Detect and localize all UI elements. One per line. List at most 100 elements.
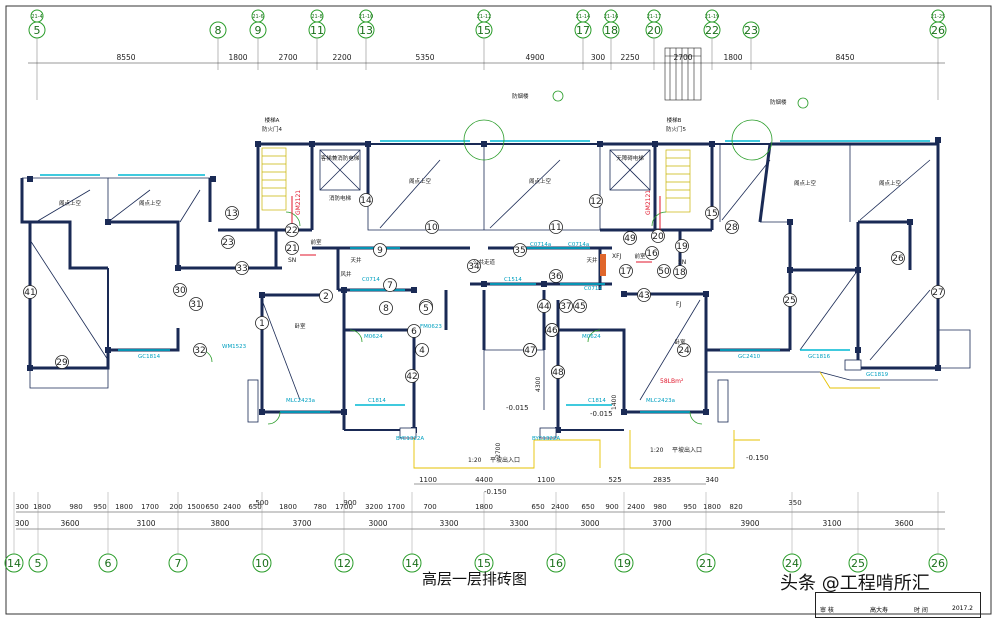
room-bedroom-1: 卧室: [294, 322, 306, 330]
label-fire-door-5: 防火门5: [666, 125, 687, 133]
callout-label: 31: [190, 300, 201, 310]
callout-label: 27: [932, 288, 943, 298]
balcony-units: [247, 359, 862, 439]
dim-bottom-row1: 2400: [551, 503, 569, 511]
callout-label: 7: [387, 281, 393, 291]
axis-bubble-label: 7: [175, 557, 182, 570]
room-void-4: 阁点上空: [529, 177, 552, 185]
tag-ramp-text-2: 平坡出入口: [672, 446, 702, 454]
axis-bubble: [4, 553, 24, 573]
axis-bubble-label: 10: [255, 557, 269, 570]
callout-label: 50: [658, 267, 670, 277]
tag-gm-left: GM2121: [295, 190, 302, 215]
axis-bubble-label: 14: [405, 557, 419, 570]
callout-label: 18: [674, 268, 686, 278]
callout-label: 20: [652, 232, 664, 242]
callout-label: 36: [550, 272, 562, 282]
callout-circle: [673, 265, 687, 279]
dim-bottom-row1: 2400: [627, 503, 645, 511]
watermark-text: 头条 @工程啃所汇: [780, 573, 930, 594]
dim-top-2250: 2250: [620, 53, 639, 62]
callout-label: 11: [550, 223, 561, 233]
callout-label: 48: [552, 368, 564, 378]
tag-fj: FJ: [676, 301, 681, 308]
callout-circle: [425, 220, 439, 234]
tag-dim-1400: 1400: [611, 395, 618, 410]
tag-wm1523: WM1523: [222, 344, 247, 350]
callout-label: 23: [222, 238, 233, 248]
stair-labels: 楼梯A 防火门4 客梯兼消防电梯 消防电梯 楼梯B 防火门5 无障碍电梯: [262, 116, 687, 202]
dim-bottom-row1: 650: [581, 503, 594, 511]
callout-circle: [55, 355, 69, 369]
dim-bottom-row2: 300: [15, 519, 30, 528]
callout-label: 33: [236, 264, 247, 274]
dim-bottom-row2: 3100: [136, 519, 155, 528]
callout-circle: [419, 301, 433, 315]
dim-bottom-row2: 3300: [439, 519, 458, 528]
dim-bottom-row1: 300: [15, 503, 28, 511]
callout-label: 29: [56, 358, 68, 368]
callout-label: 12: [590, 197, 601, 207]
callout-label: 19: [676, 242, 688, 252]
label-elev-1: 客梯兼消防电梯: [321, 154, 360, 162]
callout-label: 47: [524, 346, 535, 356]
callout-label: 8: [383, 304, 389, 314]
axis-bubble: [334, 553, 354, 573]
callout-circle: [467, 259, 481, 273]
callout-circle: [383, 278, 397, 292]
tag-m0624a: M0624: [364, 334, 383, 340]
title-block-field-2: 高大寿: [870, 607, 889, 614]
callout-circle: [537, 299, 551, 313]
label-fire-door-4: 防火门4: [262, 125, 283, 133]
dim-bottom-row1: 1800: [115, 503, 133, 511]
axis-sub-21-14: 21-14: [576, 14, 591, 20]
tag-mlc-right: MLC2423a: [646, 398, 675, 404]
top-axis-sub-bubbles: [30, 9, 945, 23]
tag-c0714a: C0714: [362, 277, 380, 283]
label-elev-2: 消防电梯: [329, 194, 352, 202]
title-block: 审 核 高大寿 时 间 2017.2: [815, 592, 981, 618]
dim-bottom-row1: 1800: [279, 503, 297, 511]
tag-byc-1: BYC1322A: [396, 436, 424, 442]
dim-extra-900: 900: [343, 499, 356, 507]
axis-top-18: 18: [604, 24, 618, 37]
dim-top-2200: 2200: [332, 53, 351, 62]
axis-sub-21-4: 21-4: [31, 14, 42, 20]
callout-circle: [523, 343, 537, 357]
axis-top-5: 5: [34, 24, 41, 37]
callout-circle: [725, 220, 739, 234]
callout-label: 14: [360, 196, 372, 206]
tag-dim-2700: 2700: [495, 443, 502, 458]
axis-bubble-label: 14: [7, 557, 21, 570]
dim-top-8550: 8550: [116, 53, 135, 62]
callout-label: 21: [286, 244, 297, 254]
thin-lines: [22, 144, 971, 412]
dim-bottom-row2: 3700: [652, 519, 671, 528]
dim-bottom-row1: 700: [423, 503, 436, 511]
callout-circle: [379, 301, 393, 315]
axis-bubble: [252, 553, 272, 573]
label-elev-3: 无障碍电梯: [616, 154, 644, 162]
room-void-6: 阁点上空: [879, 179, 902, 187]
dim-top-5350: 5350: [415, 53, 434, 62]
level-1: -0.015: [506, 404, 529, 412]
top-axis-sub-labels: 21-4 21-6 21-8 21-10 21-12 21-14 21-16 2…: [31, 14, 945, 20]
tag-byc-2: BYC1322A: [532, 436, 560, 442]
tag-mlc-left: MLC2423a: [286, 398, 315, 404]
callout-label: 49: [624, 234, 636, 244]
title-block-field-1: 审 核: [820, 607, 834, 614]
dim-bottom-row2: 3700: [292, 519, 311, 528]
tag-fire-right: 防烟楼: [770, 98, 787, 106]
tag-ramp-2: 1:20: [650, 447, 664, 454]
axis-bubble-label: 6: [105, 557, 112, 570]
drawing-title: 高层一层排砖图: [422, 570, 528, 588]
fire-callout-tags: 防烟楼 防烟楼: [512, 92, 787, 106]
dim-top-4900: 4900: [525, 53, 544, 62]
callout-label: 24: [678, 346, 690, 356]
dim-bottom-row1: 780: [313, 503, 326, 511]
callout-circle: [513, 243, 527, 257]
tag-gc1814: GC1814: [138, 354, 161, 360]
dim-bottom-row2: 3000: [368, 519, 387, 528]
callout-circle: [173, 283, 187, 297]
